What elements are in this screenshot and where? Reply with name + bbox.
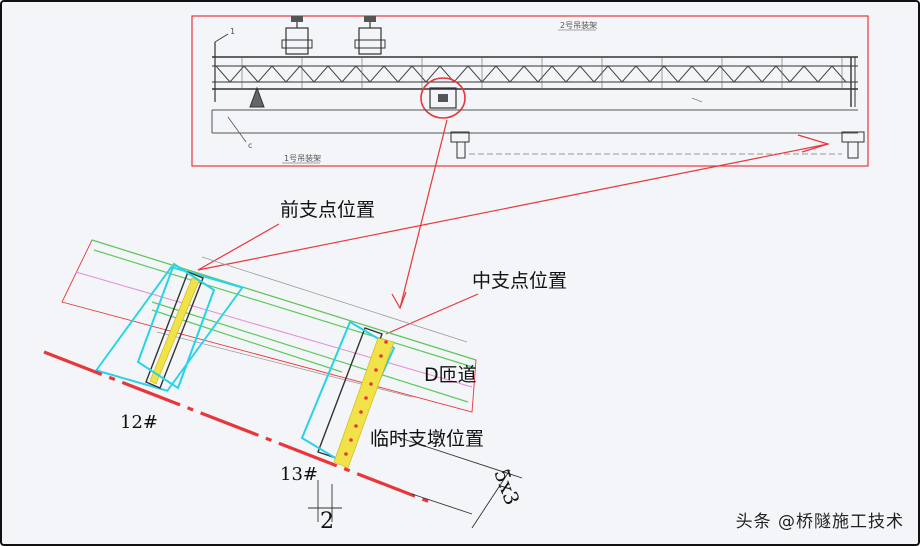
temp-pier-marker [379, 354, 383, 358]
leader-front-support [197, 223, 280, 271]
temp-pier-marker [349, 438, 353, 442]
dim-5x3-line [471, 469, 511, 529]
top-label: 2号吊装架 [560, 20, 597, 30]
ground-line [43, 350, 431, 504]
temp-pier-marker [384, 340, 388, 344]
temp-pier-markers [344, 340, 388, 456]
middle-support-label: 中支点位置 [472, 270, 567, 292]
route-centreline [75, 271, 473, 388]
dim-upper-extension [393, 435, 523, 479]
deck-edge-upper [91, 239, 477, 361]
pointer-arrows [197, 119, 831, 335]
trolley-1 [281, 16, 313, 55]
bottom-label: 1号吊装架 [284, 153, 321, 163]
middle-support-block [429, 87, 457, 109]
front-leg-support [249, 86, 265, 108]
middle-support-highlight-circle [420, 77, 466, 119]
svg-text:1: 1 [230, 27, 235, 36]
temp-pier-marker [374, 368, 378, 372]
arrow-middle-to-plan [399, 119, 448, 309]
inset-red-frame [191, 15, 869, 167]
front-support-label: 前支点位置 [280, 199, 375, 221]
plan-view [43, 239, 523, 529]
temp-pier-marker [359, 410, 363, 414]
arrow-front-to-inset [197, 143, 829, 271]
temp-pier-yellow [333, 337, 395, 469]
temp-pier-marker [369, 382, 373, 386]
svg-text:c: c [248, 141, 252, 150]
pier-12-label: 12# [120, 412, 158, 433]
pier-12-cap [145, 271, 204, 389]
watermark: 头条 @桥隧施工技术 [735, 512, 904, 532]
pier-13-label: 13# [280, 464, 318, 485]
temp-pier-label: 临时支墩位置 [370, 428, 484, 450]
temp-pier-marker [364, 396, 368, 400]
pier-12-support [94, 265, 245, 392]
temp-pier-marker [354, 424, 358, 428]
dim-2-label: 2 [320, 509, 334, 534]
truss-web-diagonals [215, 65, 847, 83]
dim-5x3-label: 5x3 [489, 466, 524, 509]
d-ramp-label: D匝道 [424, 364, 477, 386]
trolley-2 [354, 16, 386, 55]
pier-12-bearing [149, 277, 200, 385]
pier-12-cyan-outline [136, 262, 216, 390]
deck-edge-lower [151, 301, 469, 403]
leader-middle-support [385, 293, 479, 335]
deck-outline [61, 239, 477, 413]
gantry-elevation-inset: 1 c 2号吊装架 1号吊装架 [191, 15, 869, 167]
temp-pier-marker [344, 452, 348, 456]
